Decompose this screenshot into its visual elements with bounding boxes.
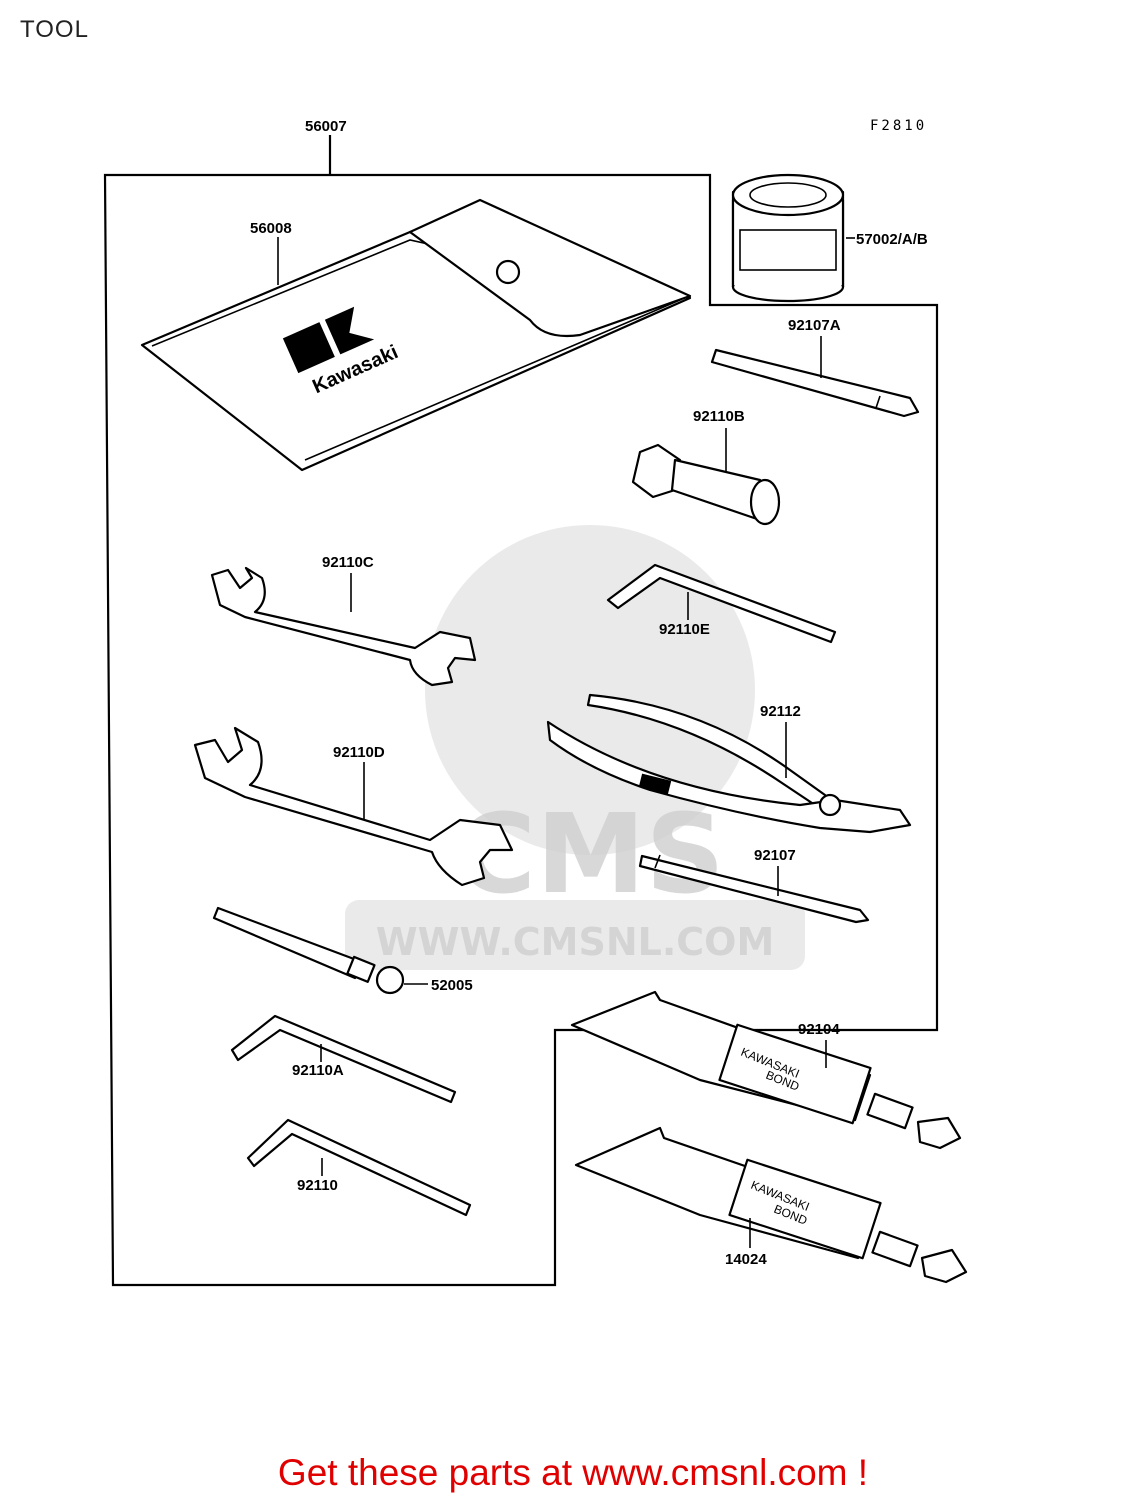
wrench-92110D-illustration	[193, 726, 514, 887]
part-label: 92104	[798, 1021, 840, 1038]
snap-button	[495, 259, 521, 285]
watermark: CMS WWW.CMSNL.COM	[345, 525, 805, 970]
part-label: 92110	[297, 1177, 338, 1194]
nut-icon	[375, 965, 405, 995]
leader-lines	[277, 237, 855, 1248]
part-label: 92112	[760, 703, 801, 720]
hex-key-92110-illustration	[246, 1118, 472, 1217]
part-label: 92110C	[322, 554, 374, 571]
watermark-logo-text: CMS	[455, 790, 724, 918]
watermark-banner	[345, 900, 805, 970]
part-label: 92107	[754, 847, 796, 864]
part-label: 56008	[250, 220, 292, 237]
footer-cta-link[interactable]: Get these parts at www.cmsnl.com !	[277, 1452, 869, 1493]
hex-key-92110E-illustration	[606, 563, 837, 644]
tool-bag-illustration: Kawasaki	[140, 198, 692, 472]
grease-can-illustration	[731, 173, 845, 303]
watermark-mascot	[425, 525, 755, 855]
page-title: TOOL	[20, 16, 89, 43]
part-label: 56007	[305, 118, 347, 135]
part-label: 57002/A/B	[856, 231, 928, 248]
plug-wrench-illustration	[631, 443, 781, 526]
part-label: 92110A	[292, 1062, 344, 1079]
pliers-illustration	[546, 693, 912, 834]
figure-code: F2810	[870, 118, 927, 134]
part-labels: 56007 56008 57002/A/B 92107A 92110B 9211…	[250, 118, 928, 1268]
bond-tube-14024-illustration: KAWASAKI BOND	[574, 1126, 968, 1284]
hex-key-92110A-illustration	[230, 1014, 457, 1104]
part-label: 52005	[431, 977, 473, 994]
screwdriver-92107A-illustration	[710, 348, 920, 418]
bond-tube-92104-illustration: KAWASAKI BOND	[570, 990, 962, 1150]
kawasaki-k-logo	[282, 322, 335, 374]
wrench-92110C-illustration	[210, 566, 477, 687]
part-label: 92110D	[333, 744, 385, 761]
handle-52005-illustration	[212, 906, 405, 995]
screwdriver-92107-illustration	[638, 854, 870, 924]
part-label: 92110B	[693, 408, 745, 425]
tool-kit-frame	[103, 135, 939, 1287]
part-label: 92107A	[788, 317, 841, 334]
part-label: 92110E	[659, 621, 710, 638]
part-label: 14024	[725, 1251, 767, 1268]
pliers-pivot	[818, 793, 842, 817]
watermark-url: WWW.CMSNL.COM	[376, 920, 775, 964]
